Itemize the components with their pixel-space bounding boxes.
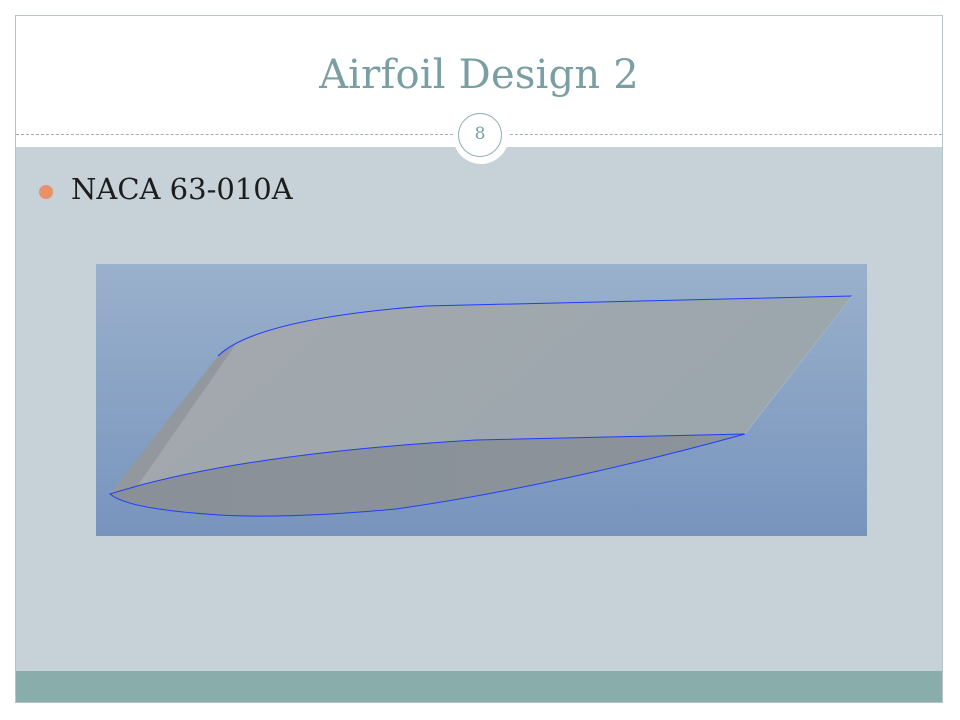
airfoil-root-outline [109, 433, 746, 517]
airfoil-trailing-outline [744, 295, 853, 435]
bullet-marker [39, 185, 53, 199]
slide-frame: Airfoil Design 2 8 NACA 63-010A [15, 15, 943, 703]
slide-title: Airfoil Design 2 [319, 52, 639, 98]
airfoil-upper-surface [110, 296, 852, 494]
page-number-badge: 8 [458, 113, 502, 157]
content-area: NACA 63-010A [16, 147, 942, 671]
airfoil-leading-edge-shade [110, 344, 236, 494]
bullet-text: NACA 63-010A [71, 172, 293, 206]
footer-bar [16, 671, 942, 702]
airfoil-lower-surface [110, 434, 745, 517]
airfoil-top-outline [217, 295, 853, 357]
airfoil-render-image [96, 264, 867, 536]
